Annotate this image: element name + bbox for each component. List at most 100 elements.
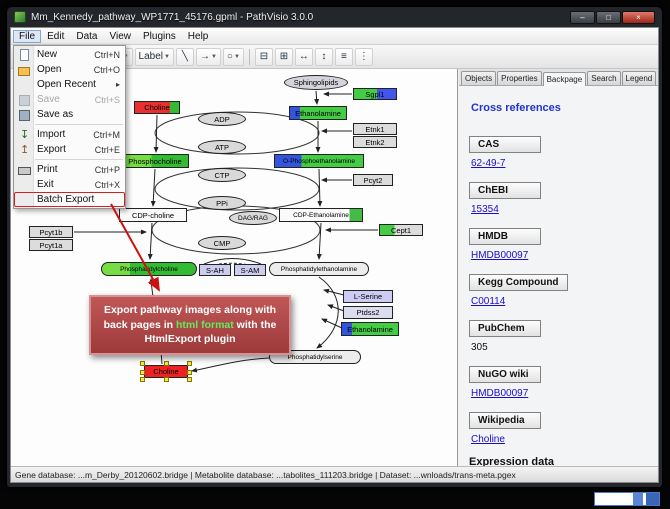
close-button[interactable]: × (622, 10, 655, 24)
selection-handle[interactable] (140, 361, 145, 366)
file-menu-item-open-recent[interactable]: Open Recent▸ (14, 77, 125, 92)
pathway-node-pcyt1a[interactable]: Pcyt1a (29, 239, 73, 251)
menu-item-label: Exit (37, 179, 54, 190)
pathway-node-pcyt2[interactable]: Pcyt2 (353, 174, 393, 186)
pathway-node-sphingolipids[interactable]: Sphingolipids (284, 75, 348, 90)
selection-handle[interactable] (164, 377, 169, 382)
maximize-button[interactable]: □ (596, 10, 621, 24)
pathway-node-cmp[interactable]: CMP (198, 236, 246, 250)
xref-link[interactable]: HMDB00097 (471, 250, 529, 261)
menu-item-label: Import (37, 129, 66, 140)
pathway-node-ethanolamine-right[interactable]: Ethanolamine (341, 322, 399, 336)
tab-properties[interactable]: Properties (497, 71, 542, 85)
new-shape-menu[interactable]: ○▼ (222, 47, 244, 66)
selection-handle[interactable] (140, 377, 145, 382)
pathway-node-phosphatidylcholine[interactable]: Phosphatidylcholine (101, 262, 197, 276)
pathway-canvas[interactable]: Export pathway images along with back pa… (11, 69, 458, 468)
pathway-edge (321, 318, 343, 329)
print-icon (17, 163, 31, 176)
pathway-edge (317, 168, 323, 207)
selection-handle[interactable] (187, 361, 192, 366)
menu-plugins[interactable]: Plugins (142, 30, 176, 42)
pathway-node-phosphatidylethanolamine[interactable]: Phosphatidylethanolamine (269, 262, 369, 276)
pathway-node-phosphocholine[interactable]: Phosphocholine (121, 154, 189, 168)
menu-file[interactable]: File (13, 29, 42, 43)
align-vertical-center[interactable]: ⊞ (274, 47, 293, 66)
new-label-menu[interactable]: Label▼ (134, 47, 174, 66)
pathway-node-s-ah[interactable]: S-AH (199, 264, 231, 276)
xref-link[interactable]: 62-49-7 (471, 158, 506, 169)
pathway-node-pcyt1b[interactable]: Pcyt1b (29, 226, 73, 238)
pathway-node-s-am[interactable]: S-AM (234, 264, 266, 276)
import-icon (17, 128, 30, 141)
xref-section-header: Kegg Compound (469, 274, 568, 291)
align-horizontal-center[interactable]: ⊟ (254, 47, 273, 66)
file-menu-item-batch-export[interactable]: Batch Export (14, 192, 125, 207)
minimize-button[interactable]: – (570, 10, 595, 24)
pathway-node-adp[interactable]: ADP (198, 112, 246, 126)
common-height[interactable]: ↕ (314, 47, 333, 66)
stack-horizontal-icon: ⋮ (358, 51, 369, 62)
selection-handle[interactable] (187, 369, 192, 375)
export-icon (17, 143, 30, 156)
xref-section-header: Wikipedia (469, 412, 541, 429)
stack-horizontal[interactable]: ⋮ (354, 47, 373, 66)
tab-search[interactable]: Search (587, 71, 621, 85)
pathway-node-ctp[interactable]: CTP (198, 168, 246, 182)
chevron-down-icon: ▼ (210, 53, 217, 60)
menu-edit[interactable]: Edit (47, 30, 65, 42)
pathway-node-ptdss2[interactable]: Ptdss2 (343, 306, 393, 319)
menu-item-label: Batch Export (37, 194, 95, 205)
tab-backpage[interactable]: Backpage (542, 72, 587, 86)
pathway-edge (153, 114, 159, 153)
new-line-tool[interactable]: ╲ (175, 47, 194, 66)
new-arrow-menu[interactable]: →▼ (195, 47, 221, 66)
xref-link[interactable]: Choline (471, 434, 505, 445)
submenu-arrow-icon: ▸ (115, 80, 120, 89)
selection-handle[interactable] (140, 369, 145, 375)
pathway-node-cdp-choline[interactable]: CDP-choline (119, 208, 187, 222)
common-width[interactable]: ↔ (294, 47, 313, 66)
pathway-node-cept1[interactable]: Cept1 (379, 224, 423, 236)
menu-view[interactable]: View (109, 30, 131, 42)
pathway-node-atp[interactable]: ATP (198, 140, 246, 154)
pathway-node-cdp-ethanolamine[interactable]: CDP-Ethanolamine (279, 208, 363, 222)
pathway-node-phosphatidylserine[interactable]: Phosphatidylserine (269, 350, 361, 364)
annotation-text-after: with the HtmlExport plugin (144, 318, 277, 346)
tab-legend[interactable]: Legend (621, 71, 657, 85)
pathway-node-etnk2[interactable]: Etnk2 (353, 136, 397, 148)
menu-item-label: Export (37, 144, 66, 155)
menu-separator (35, 159, 123, 160)
pathway-node-o-phosphoethanolamine[interactable]: O-Phosphoethanolamine (274, 154, 364, 168)
pathway-node-ppi[interactable]: PPi (198, 196, 246, 210)
menu-data[interactable]: Data (76, 30, 98, 42)
xref-link[interactable]: 15354 (471, 204, 499, 215)
file-menu-item-save-as[interactable]: Save as (14, 107, 125, 122)
annotation-highlight: html format (176, 318, 234, 331)
pathway-node-choline-top[interactable]: Choline (134, 101, 180, 114)
toolbar-buttons: □▼Label▼╲→▼○▼⊟⊞↔↕≡⋮ (111, 47, 373, 66)
tab-objects[interactable]: Objects (461, 71, 497, 85)
selection-handle[interactable] (164, 361, 169, 366)
selection-handle[interactable] (187, 377, 192, 382)
titlebar[interactable]: Mm_Kennedy_pathway_WP1771_45176.gpml - P… (10, 7, 659, 27)
xref-link[interactable]: HMDB00097 (471, 388, 529, 399)
pathway-node-l-serine[interactable]: L-Serine (343, 290, 393, 303)
pathway-node-ethanolamine-top[interactable]: Ethanolamine (289, 106, 347, 120)
pathway-node-etnk1[interactable]: Etnk1 (353, 123, 397, 135)
menu-help[interactable]: Help (187, 30, 209, 42)
pathway-node-dag[interactable]: DAG/RAG (229, 211, 277, 225)
pathway-node-sgpl1[interactable]: Sgpl1 (353, 88, 397, 100)
xref-link[interactable]: C00114 (471, 296, 506, 307)
stack-vertical[interactable]: ≡ (334, 47, 353, 66)
